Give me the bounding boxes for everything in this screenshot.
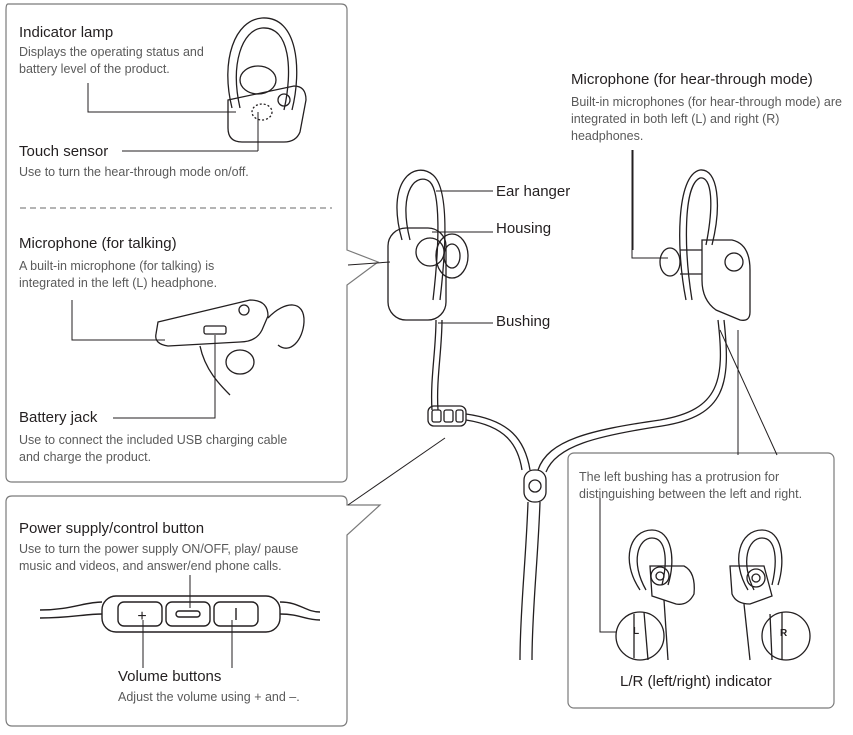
mic-talking-title: Microphone (for talking) [19, 235, 177, 252]
leader-lines [71, 83, 778, 668]
bushing-note: The left bushing has a protrusion for di… [579, 470, 803, 501]
power-button-title: Power supply/control button [19, 520, 205, 537]
volume-plus-symbol: + [137, 608, 146, 625]
battery-jack-desc: Use to connect the included USB charging… [19, 433, 288, 464]
left-mark: L [633, 626, 640, 637]
power-button-desc: Use to turn the power supply ON/OFF, pla… [19, 542, 299, 573]
bushing-right-illustration [729, 529, 811, 661]
indicator-lamp-title: Indicator lamp [19, 24, 114, 41]
right-mark: R [780, 628, 788, 639]
mic-hear-through-title: Microphone (for hear-through mode) [571, 71, 813, 88]
callout-ear-hanger: Ear hanger [496, 183, 571, 200]
indicator-lamp-desc: Displays the operating status and batter… [19, 45, 204, 76]
panel-bushing-detail [567, 452, 835, 709]
panel-bottom-left [5, 495, 382, 727]
battery-jack-title: Battery jack [19, 409, 98, 426]
callout-bushing: Bushing [496, 313, 551, 330]
volume-buttons-title: Volume buttons [118, 668, 222, 685]
remote-illustration [39, 595, 321, 633]
mic-hear-through-desc: Built-in microphones (for hear-through m… [571, 95, 842, 143]
touch-sensor-desc: Use to turn the hear-through mode on/off… [19, 165, 249, 179]
lr-indicator-label: L/R (left/right) indicator [620, 673, 772, 690]
earphone-mic-illustration [155, 299, 305, 396]
bushing-left-illustration [615, 529, 695, 661]
touch-sensor-title: Touch sensor [19, 143, 109, 160]
volume-buttons-desc: Adjust the volume using + and –. [118, 690, 300, 704]
callout-housing: Housing [496, 220, 552, 237]
mic-talking-desc: A built-in microphone (for talking) is i… [19, 259, 218, 290]
headphones-center [387, 169, 751, 661]
panel-top-left [5, 3, 380, 483]
earphone-indicator-illustration [227, 17, 307, 143]
